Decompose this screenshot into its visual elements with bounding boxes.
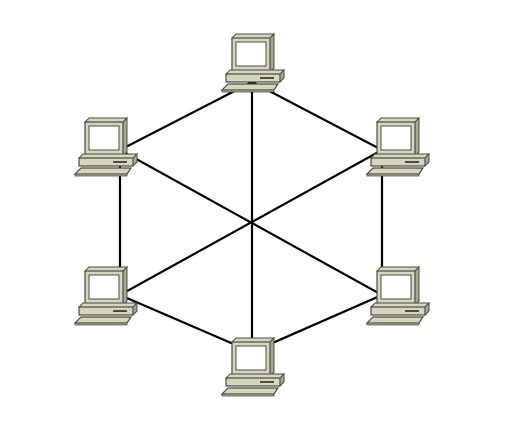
computer-node-lower-left[interactable]	[73, 265, 139, 326]
network-nodes	[73, 32, 431, 397]
link-bottom-to-lower-left	[118, 293, 254, 354]
desktop-computer-icon	[365, 116, 431, 177]
computer-node-lower-right[interactable]	[365, 265, 431, 326]
desktop-computer-icon	[220, 32, 286, 93]
desktop-computer-icon	[73, 265, 139, 326]
computer-node-upper-right[interactable]	[365, 116, 431, 177]
link-upper-left-to-top	[118, 80, 254, 152]
desktop-computer-icon	[365, 265, 431, 326]
network-links	[118, 80, 384, 354]
computer-node-top[interactable]	[220, 32, 286, 93]
computer-node-bottom[interactable]	[220, 336, 286, 397]
link-top-to-upper-right	[250, 80, 384, 152]
computer-node-upper-left[interactable]	[73, 116, 139, 177]
link-upper-right-to-lower-left	[118, 148, 384, 297]
desktop-computer-icon	[73, 116, 139, 177]
desktop-computer-icon	[220, 336, 286, 397]
